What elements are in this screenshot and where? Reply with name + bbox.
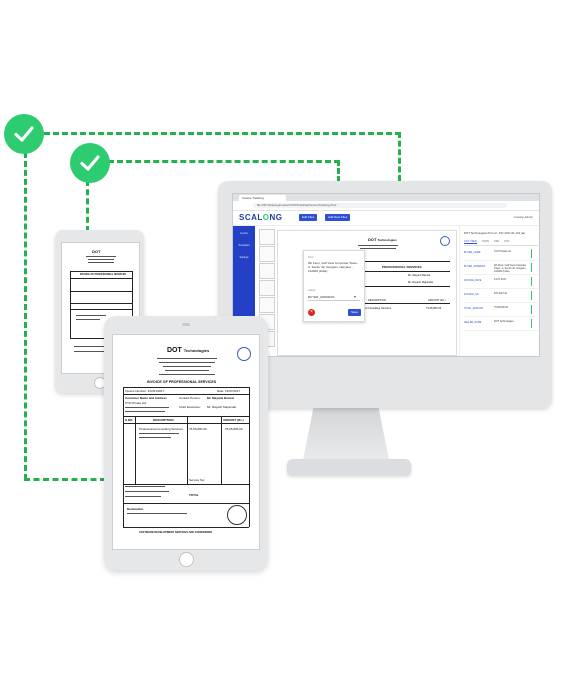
browser-urlbar: file:///D:/ScalongInvoice/OCR/Tracking/I… bbox=[233, 201, 539, 211]
close-icon[interactable]: × bbox=[308, 309, 315, 316]
panel-tabs: LIST VIEW JSON XML CSV bbox=[464, 240, 538, 246]
label-popup: Text 9th Floor, Golf View Corporate Towe… bbox=[303, 250, 365, 322]
monitor: Invoice Tracking file:///D:/ScalongInvoi… bbox=[218, 181, 552, 408]
sidebar-item-invoice[interactable]: Invoice bbox=[240, 232, 248, 235]
check-icon bbox=[4, 114, 44, 154]
monitor-stand bbox=[303, 408, 389, 460]
page-thumbnail[interactable] bbox=[259, 280, 275, 296]
connector-top-drop bbox=[398, 132, 401, 181]
monitor-screen: Invoice Tracking file:///D:/ScalongInvoi… bbox=[232, 193, 540, 357]
extraction-panel: DOT Technologies Pvt Ltd - INV 2017-01-1… bbox=[459, 226, 539, 356]
panel-title: DOT Technologies Pvt Ltd - INV 2017-01-1… bbox=[464, 231, 525, 235]
tablet-large-screen: DOT Technologies INVOICE OF PROFESSIONAL… bbox=[112, 334, 260, 550]
company-stamp bbox=[227, 505, 247, 525]
qr-icon bbox=[440, 236, 450, 246]
save-button[interactable]: Save bbox=[348, 309, 361, 316]
check-icon bbox=[70, 143, 110, 183]
mini-contact: Mr. Mayank Bansal bbox=[408, 274, 431, 277]
browser-tabbar: Invoice Tracking bbox=[233, 194, 539, 201]
connector-bottom-line bbox=[24, 478, 106, 481]
app-logo: SCALONG bbox=[239, 213, 283, 222]
monitor-base bbox=[287, 459, 411, 475]
qr-icon bbox=[237, 347, 251, 361]
add-new-files-button[interactable]: Add New Files bbox=[325, 214, 351, 221]
mini-heading: PROFESSIONAL SERVICES bbox=[382, 265, 422, 269]
tablet-large: DOT Technologies INVOICE OF PROFESSIONAL… bbox=[104, 316, 268, 570]
popup-text-value[interactable]: 9th Floor, Golf View Corporate Tower- A,… bbox=[308, 261, 359, 273]
page-thumbnail[interactable] bbox=[259, 246, 275, 262]
tab-json[interactable]: JSON bbox=[482, 240, 489, 243]
url-input[interactable]: file:///D:/ScalongInvoice/OCR/Tracking/I… bbox=[253, 203, 507, 208]
invoice-heading: INVOICE OF PROFESSIONAL SERVICES bbox=[147, 380, 217, 384]
popup-label-label: Label bbox=[308, 288, 316, 292]
user-name[interactable]: Invoice Admin bbox=[514, 215, 533, 219]
page-thumbnail[interactable] bbox=[259, 297, 275, 313]
sidebar-item-templates[interactable]: Templates bbox=[238, 244, 250, 247]
tab-xml[interactable]: XML bbox=[494, 240, 500, 243]
app-header: SCALONG Edit Files Add New Files Invoice… bbox=[233, 211, 539, 226]
connector-top-line bbox=[44, 132, 401, 135]
tab-list-view[interactable]: LIST VIEW bbox=[464, 240, 477, 244]
page-thumbnail[interactable] bbox=[259, 263, 275, 279]
sidebar-item-settings[interactable]: Settings bbox=[239, 256, 249, 259]
connector-mid-left bbox=[86, 180, 89, 232]
connector-left-line bbox=[24, 152, 27, 480]
connector-mid-line bbox=[108, 160, 340, 163]
page-thumbnail[interactable] bbox=[259, 229, 275, 245]
camera bbox=[182, 323, 190, 326]
chevron-down-icon[interactable]: ▾ bbox=[354, 294, 357, 299]
label-select[interactable]: BUYER_ADDRESS bbox=[308, 295, 335, 299]
mini-chief: Mr. Rayesh Majumdar bbox=[408, 281, 434, 284]
edit-files-button[interactable]: Edit Files bbox=[299, 214, 318, 221]
mini-company: DOT Technologies bbox=[368, 237, 397, 242]
home-button bbox=[179, 552, 194, 567]
tab-csv[interactable]: CSV bbox=[504, 240, 510, 243]
browser-tab[interactable]: Invoice Tracking bbox=[239, 195, 286, 201]
connector-mid-drop bbox=[337, 160, 340, 182]
popup-text-label: Text bbox=[308, 255, 314, 259]
invoice-company: DOT Technologies bbox=[167, 347, 210, 354]
